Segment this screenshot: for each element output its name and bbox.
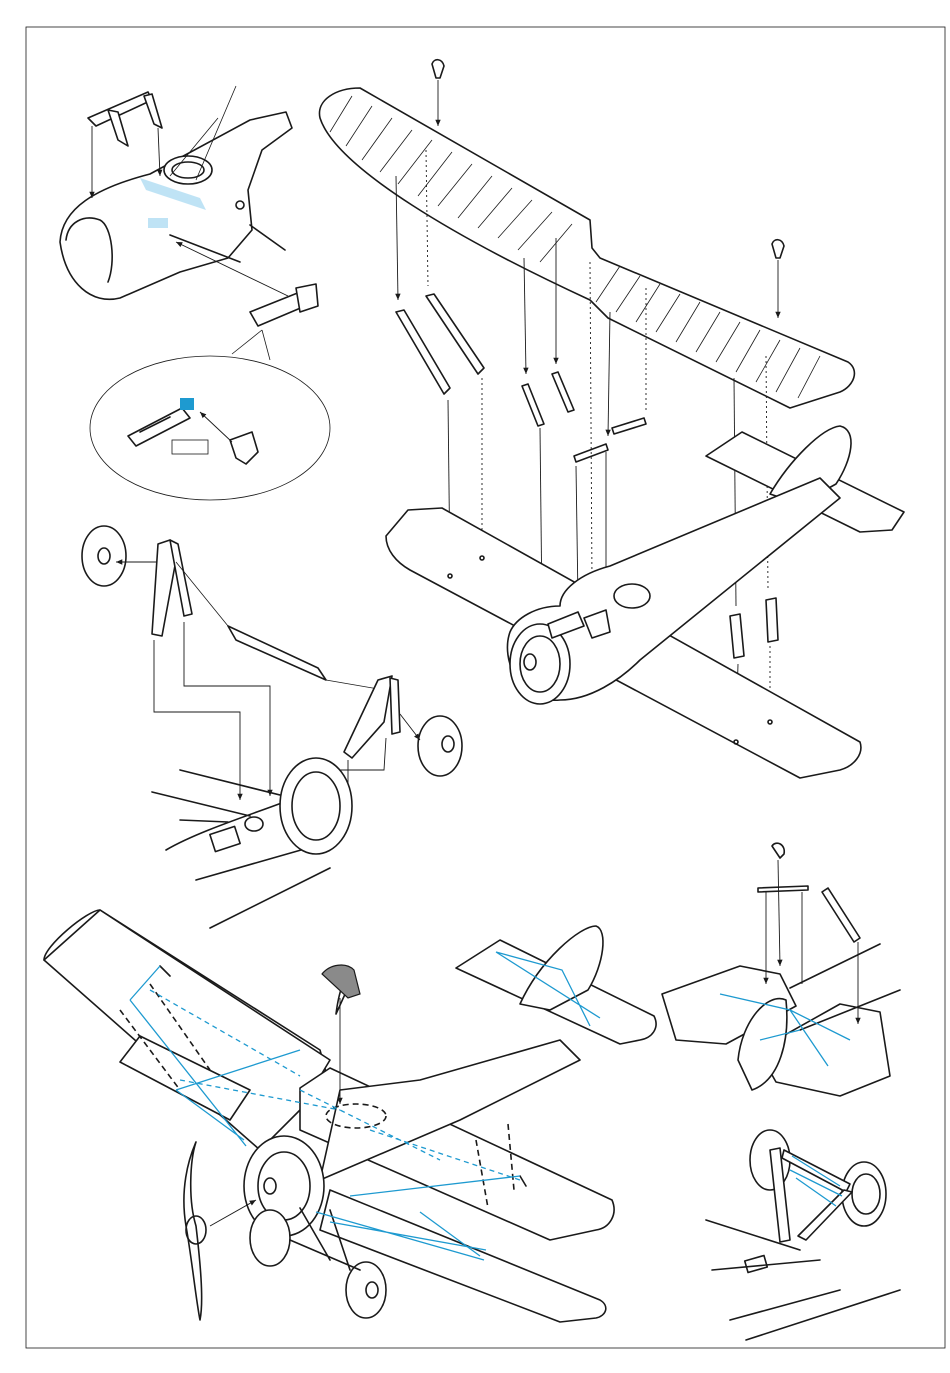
upper-wing-assembly [319, 60, 904, 778]
undercarriage-leg-right-front [344, 676, 392, 758]
gun-sight [296, 284, 318, 312]
undercarriage-leg-right-rear [390, 678, 400, 734]
cockpit-opening-main [614, 584, 650, 608]
magnifier-ellipse [90, 356, 330, 500]
control-horn-bar [758, 886, 808, 892]
arrow [524, 258, 526, 374]
cabane-strut-1 [522, 384, 544, 426]
arrow [154, 640, 240, 800]
arrow [608, 312, 610, 436]
undercarriage-panel [82, 526, 462, 928]
aileron-horn-left [432, 60, 444, 78]
interplane-strut-left-front [396, 310, 450, 394]
windscreen-leg-right [144, 94, 162, 128]
fuselage-nose [60, 112, 292, 299]
wheel-right [418, 716, 462, 776]
hatch-small [745, 1255, 768, 1272]
cowling-front [66, 218, 112, 282]
gun-detail-callout [90, 356, 330, 500]
hatch [210, 826, 240, 851]
arrow [200, 412, 232, 442]
fuselage-hole [236, 201, 244, 209]
interplane-strut-right-1 [730, 614, 744, 658]
arrow [210, 1200, 256, 1226]
cockpit-detail-panel [60, 86, 318, 360]
arrow-dotted [590, 262, 592, 582]
tail-strut [822, 888, 860, 942]
cabane-strut-2 [552, 372, 574, 412]
interplane-strut-right-2 [766, 598, 778, 642]
wing-root-lines [170, 225, 285, 262]
tail-rigging-panel [662, 843, 900, 1096]
arrow [400, 714, 420, 740]
photo-etch-detail [180, 398, 194, 410]
undercarriage-rigging-panel [706, 1130, 900, 1340]
photo-etch-part [148, 218, 168, 228]
tail-skid-part [772, 843, 784, 858]
wheel-left [82, 526, 126, 586]
cabane-bar-2 [612, 418, 646, 434]
rigging-overview-panel [44, 910, 656, 1322]
wheel-main-left [250, 1210, 290, 1266]
gun-cover [230, 432, 258, 464]
guide-lines [176, 562, 384, 690]
part-number-box [172, 440, 208, 454]
leg-rear [798, 1190, 852, 1240]
axle-spreader-bar [228, 626, 326, 680]
access-panel [245, 817, 263, 831]
arrow [778, 860, 780, 966]
windscreen-leg-left [108, 110, 128, 146]
aileron-horn-right [772, 240, 784, 258]
callout-leader [232, 330, 270, 360]
